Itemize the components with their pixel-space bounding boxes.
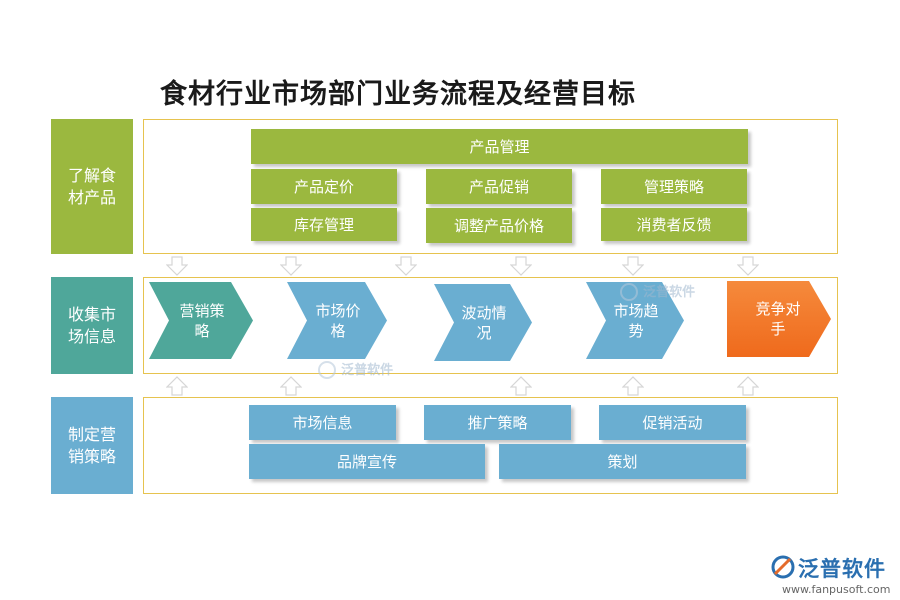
row-label-understand-products: 了解食材产品 [51,119,133,254]
management-strategy-box: 管理策略 [601,169,747,204]
down-arrow-icon [737,256,759,276]
consumer-feedback-box: 消费者反馈 [601,208,747,241]
step-label: 市场价格 [315,301,361,340]
row-label-text: 制定营销策略 [67,424,116,466]
adjust-product-price-box: 调整产品价格 [426,208,572,243]
logo-url: www.fanpusoft.com [782,583,891,596]
down-arrow-icon [622,256,644,276]
product-pricing-box: 产品定价 [251,169,397,204]
up-arrow-icon [622,376,644,396]
step-label: 营销策略 [179,301,225,340]
up-arrow-icon [510,376,532,396]
row-label-collect-market-info: 收集市场信息 [51,277,133,374]
logo-name: 泛普软件 [798,557,886,581]
promotion-strategy-box: 推广策略 [424,405,571,440]
step-label: 市场趋势 [613,301,659,340]
inventory-management-box: 库存管理 [251,208,397,241]
product-management-box: 产品管理 [251,129,748,164]
planning-box: 策划 [499,444,746,479]
up-arrow-icon [737,376,759,396]
down-arrow-icon [280,256,302,276]
watermark-text: 泛普软件 [643,285,696,300]
step-label: 竞争对手 [755,300,801,338]
row-label-text: 了解食材产品 [67,165,116,207]
fanpu-logo-icon [771,555,795,579]
page-title: 食材行业市场部门业务流程及经营目标 [160,79,636,110]
watermark: 泛普软件 [318,359,393,379]
brand-promotion-box: 品牌宣传 [249,444,485,479]
down-arrow-icon [395,256,417,276]
product-promotion-box: 产品促销 [426,169,572,204]
watermark-logo-icon [318,360,336,379]
promotional-activities-box: 促销活动 [599,405,746,440]
market-info-box: 市场信息 [249,405,396,440]
watermark: 泛普软件 [620,281,695,301]
step-market-trend: 市场趋势 [586,282,684,359]
watermark-logo-icon [620,282,638,301]
up-arrow-icon [166,376,188,396]
step-marketing-strategy: 营销策略 [149,282,253,359]
step-competitors: 竞争对手 [727,281,831,357]
row-label-text: 收集市场信息 [67,304,116,346]
down-arrow-icon [510,256,532,276]
up-arrow-icon [280,376,302,396]
down-arrow-icon [166,256,188,276]
step-fluctuation: 波动情况 [434,284,532,361]
watermark-text: 泛普软件 [341,363,394,378]
row-label-marketing-strategy: 制定营销策略 [51,397,133,494]
step-market-price: 市场价格 [287,282,387,359]
step-label: 波动情况 [461,303,507,342]
brand-logo: 泛普软件 www.fanpusoft.com [770,551,895,596]
